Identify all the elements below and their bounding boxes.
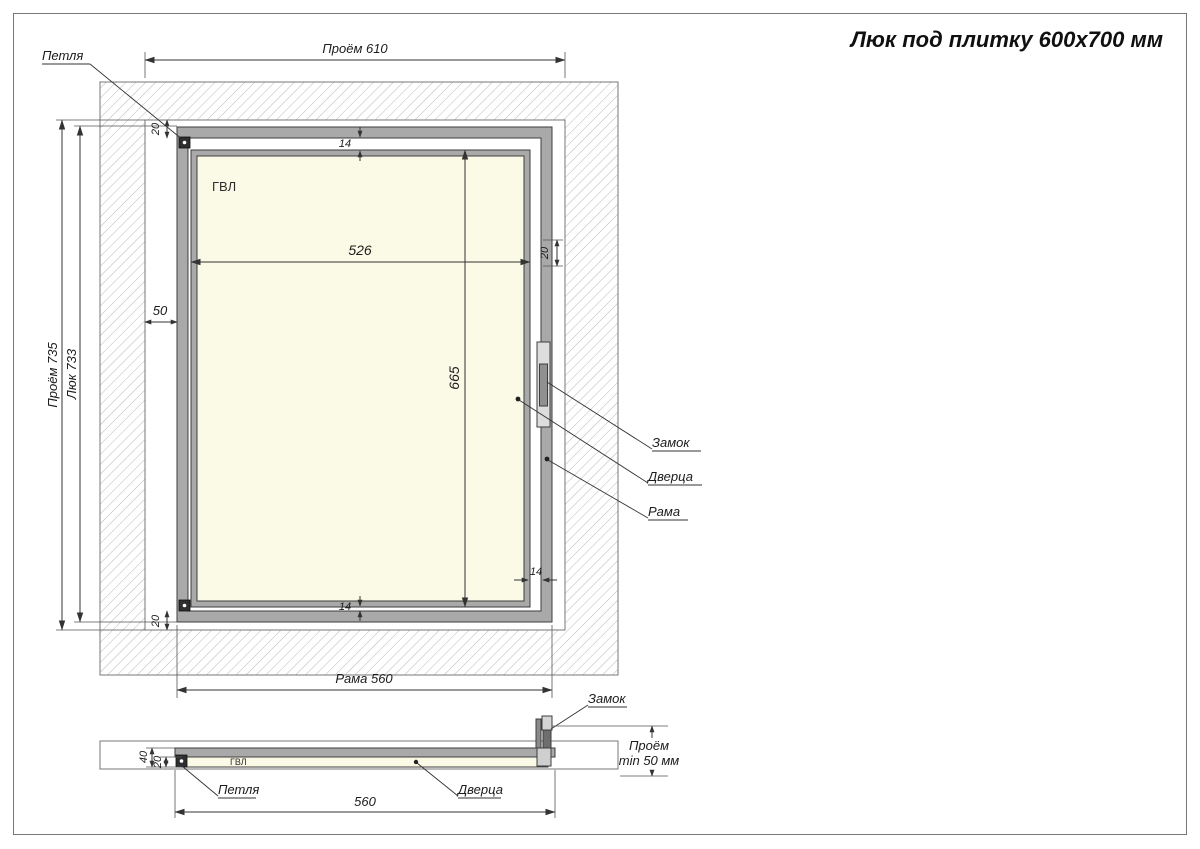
label-lock-text: Замок bbox=[652, 435, 690, 450]
dim-gap-right-text: 14 bbox=[530, 566, 542, 578]
dim-frame-width: Рама 560 bbox=[176, 625, 553, 698]
dim-gap-bottom-14: 14 bbox=[339, 596, 363, 621]
dim-frame-width-text: Рама 560 bbox=[335, 671, 393, 686]
label-hinge: Петля bbox=[42, 48, 184, 141]
section-lock-plate bbox=[535, 718, 542, 749]
label-door-text: Дверца bbox=[646, 469, 693, 484]
section-lock bbox=[535, 715, 553, 767]
dim-opening-height: Проём 735 bbox=[45, 119, 145, 631]
lock-latch bbox=[539, 363, 548, 407]
section-dim-20-text: 20 bbox=[152, 755, 164, 769]
wall-hatch-fill bbox=[100, 82, 618, 675]
dim-offset-right-20: 20 bbox=[539, 239, 563, 267]
section-view: ГВЛ Замок Петля Дверца bbox=[99, 691, 680, 818]
dim-door-height-665: 665 bbox=[446, 149, 469, 608]
dim-gap-right-14: 14 bbox=[514, 566, 557, 583]
dim-door-width-526: 526 bbox=[190, 242, 531, 266]
section-lock-base bbox=[536, 747, 552, 767]
section-lock-body bbox=[542, 729, 552, 749]
dim-gap-top-text: 14 bbox=[339, 138, 351, 150]
section-lock-knob bbox=[541, 715, 553, 731]
gvl-label: ГВЛ bbox=[212, 179, 236, 194]
section-label-hinge: Петля bbox=[181, 765, 259, 799]
dim-offset-bottom-text: 20 bbox=[150, 614, 162, 628]
section-label-lock: Замок bbox=[550, 691, 627, 730]
section-label-door-dot bbox=[413, 759, 419, 765]
dim-door-height-text: 665 bbox=[446, 366, 462, 390]
dim-opening-height-text: Проём 735 bbox=[45, 342, 60, 408]
section-dim-opening-depth: Проём min 50 мм bbox=[552, 725, 680, 777]
hinge-top-pin bbox=[182, 140, 187, 145]
sheet-border bbox=[13, 13, 1187, 835]
label-hinge-text: Петля bbox=[42, 48, 83, 63]
section-dim-40-text: 40 bbox=[138, 750, 150, 763]
label-lock: Замок bbox=[546, 381, 701, 452]
dim-gap-left-50: 50 bbox=[144, 303, 178, 325]
section-dim-560: 560 bbox=[174, 770, 556, 818]
dim-offset-top-20: 20 bbox=[150, 119, 170, 139]
hinge-top bbox=[178, 136, 191, 149]
section-label-door-text: Дверца bbox=[456, 782, 503, 797]
section-hinge-pin bbox=[179, 759, 184, 763]
lock bbox=[536, 341, 551, 428]
label-door-marker-dot bbox=[515, 396, 521, 402]
dim-offset-bottom-20: 20 bbox=[150, 610, 170, 631]
label-frame-text: Рама bbox=[648, 504, 680, 519]
label-door: Дверца bbox=[515, 396, 702, 486]
dim-door-width-text: 526 bbox=[348, 242, 372, 258]
section-dim-opening-depth-line2: min 50 мм bbox=[619, 753, 680, 768]
hinge-bottom bbox=[178, 599, 191, 612]
wall-opening-outline bbox=[144, 119, 566, 631]
dim-gap-left-text: 50 bbox=[153, 303, 168, 318]
section-wall-hatch bbox=[99, 740, 619, 770]
drawing-title: Люк под плитку 600х700 мм bbox=[849, 27, 1163, 52]
dim-hatch-height-text: Люк 733 bbox=[64, 348, 79, 400]
front-view: ГВЛ Проём 610 Проём 735 bbox=[42, 41, 702, 698]
section-label-lock-text: Замок bbox=[588, 691, 626, 706]
section-gvl-label: ГВЛ bbox=[230, 757, 247, 767]
dim-offset-top-text: 20 bbox=[150, 122, 162, 136]
dim-hatch-height: Люк 733 bbox=[64, 125, 177, 623]
dim-gap-bottom-text: 14 bbox=[339, 601, 351, 613]
section-label-hinge-text: Петля bbox=[218, 782, 259, 797]
dim-opening-width-text: Проём 610 bbox=[322, 41, 388, 56]
gvl-panel bbox=[196, 155, 525, 602]
dim-opening-width: Проём 610 bbox=[144, 41, 566, 78]
section-dim-560-text: 560 bbox=[354, 794, 376, 809]
label-frame: Рама bbox=[544, 456, 688, 521]
dim-gap-top-14: 14 bbox=[339, 127, 363, 161]
section-dim-20: 20 bbox=[152, 755, 182, 769]
hinge-bottom-pin bbox=[182, 603, 187, 608]
section-label-door: Дверца bbox=[413, 759, 503, 799]
wall-outer-outline bbox=[99, 81, 619, 676]
section-door-pan bbox=[174, 747, 556, 758]
section-dim-opening-depth-line1: Проём bbox=[629, 738, 669, 753]
dim-offset-right-text: 20 bbox=[539, 246, 551, 260]
label-frame-marker-dot bbox=[544, 456, 550, 462]
